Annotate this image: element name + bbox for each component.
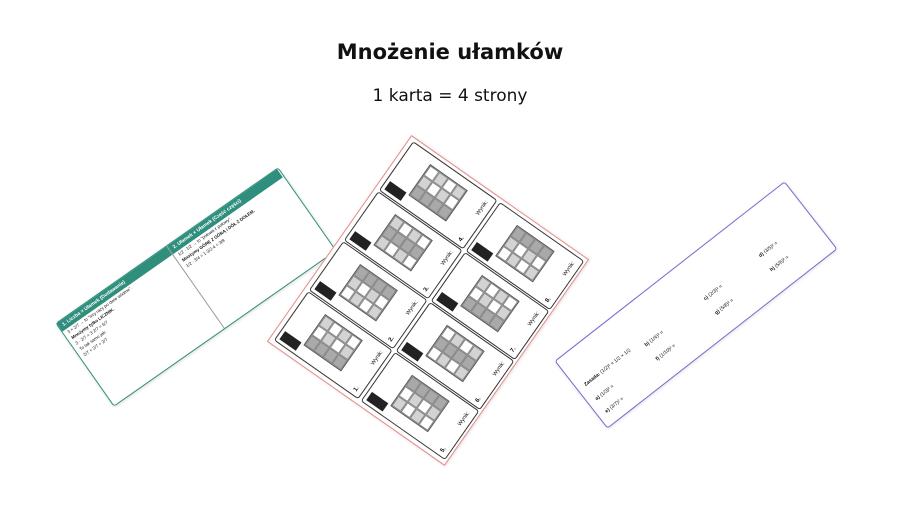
rule-expression: (1/2)² = 1/2 × 1/2 [599,347,633,376]
exercise-a: a) (1/3)² = [594,383,616,402]
exercise-f: f) (1/10)² = [654,342,678,363]
panel-2-line: Mnożymy GÓRĘ Z GÓRĄ i DÓŁ Z DOŁEM. [180,208,256,263]
exercise-e: e) (3/7)² = [604,396,626,415]
rule-label: Zasada: [583,371,602,388]
exercise-c: c) (2/3)² = [702,283,724,302]
fraction-grid [495,224,555,283]
page-title: Mnożenie ułamków [336,40,564,64]
result-label: Wynik: [405,299,420,317]
result-label: Wynik: [561,260,577,278]
card-number: 7. [509,346,518,354]
result-label: Wynik: [370,349,385,367]
panel-2-line: 1/2 · 1/2 → to "połowa z połowy". [176,215,233,257]
left-card: 1. Liczba × Ułamek (Dodawanie) 3 × 2/7 →… [55,167,337,407]
exercise-b: b) (1/4)² = [643,329,665,349]
page-subtitle: 1 karta = 4 strony [372,86,528,106]
card-number: 6. [474,396,483,404]
card-sheet: 1.Wynik:2.Wynik:3.Wynik:4.Wynik:5.Wynik:… [266,135,590,466]
exercise-h: h) (5/6)² = [768,254,791,274]
card-number: 3. [422,285,431,294]
exercise-g: g) (5/8)² = [713,297,736,317]
result-label: Wynik: [456,410,472,428]
result-label: Wynik: [440,249,455,267]
card-number: 1. [352,385,361,393]
card-number: 5. [439,446,448,454]
card-number: 8. [544,296,553,304]
card-tab [366,391,389,412]
right-card: Zasada: (1/2)² = 1/2 × 1/2 a) (1/3)² = e… [554,181,838,429]
card-tab [279,331,302,351]
exercise-d: d) (3/5)² = [757,240,780,259]
card-number: 4. [457,235,466,244]
result-label: Wynik: [526,310,542,328]
result-label: Wynik: [491,360,507,378]
card-number: 2. [387,335,396,343]
result-label: Wynik: [475,199,490,217]
fraction-grid [408,164,468,222]
